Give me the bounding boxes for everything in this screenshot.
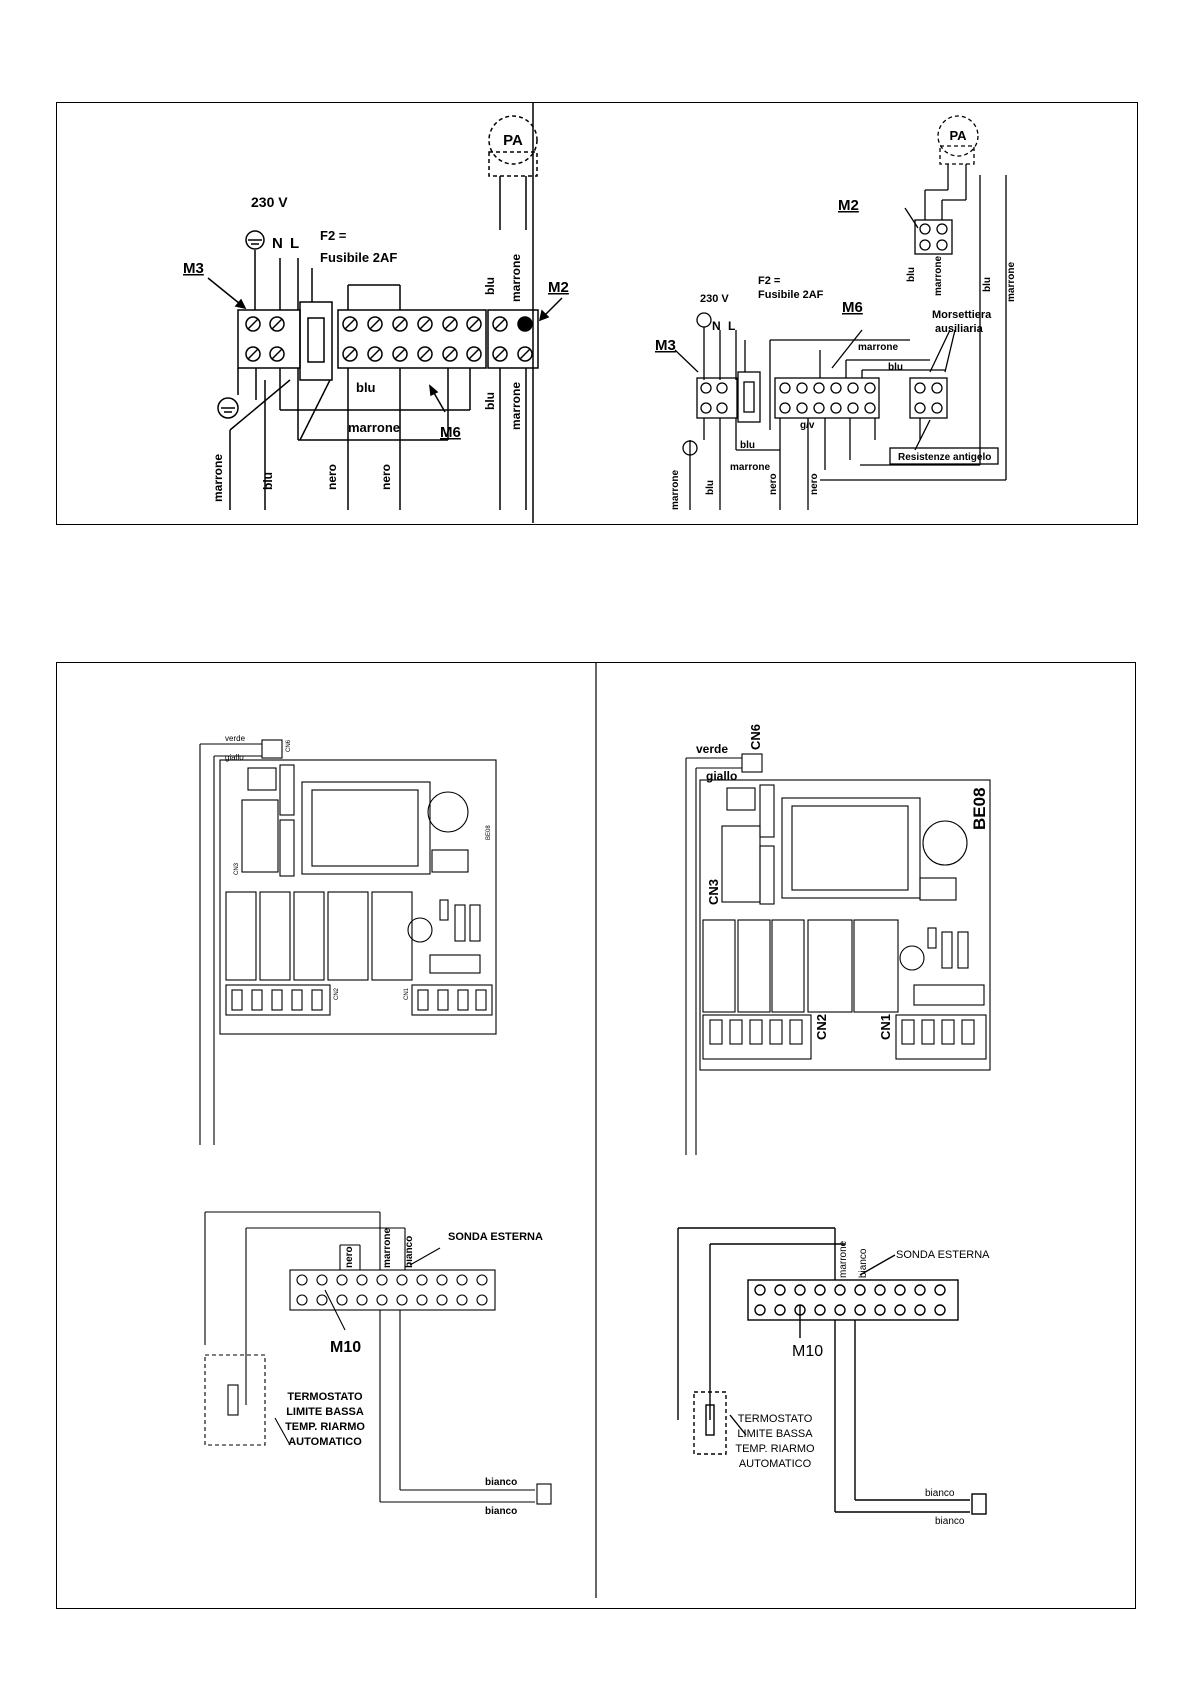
- tl-marrone-right: marrone: [509, 382, 523, 430]
- bl-board-name: BE08: [486, 825, 492, 840]
- bl-verde: verde: [225, 734, 246, 743]
- top-right-labels: PA M2 230 V N L F2 = Fusibile 2AF M6 Mor…: [655, 128, 1017, 510]
- bl-marrone: marrone: [382, 1228, 393, 1268]
- tr-gv: g/v: [800, 420, 815, 431]
- tr-fuse1: F2 =: [758, 275, 780, 287]
- br-term2: LIMITE BASSA: [737, 1428, 813, 1440]
- tl-n: N: [272, 235, 283, 252]
- bl-nero: nero: [344, 1246, 355, 1268]
- tr-aux1: Morsettiera: [932, 309, 992, 321]
- br-term1: TERMOSTATO: [738, 1413, 813, 1425]
- bl-board-labels: verde giallo CN6 CN3 BE08 CN2 CN1: [225, 734, 492, 1000]
- bl-cn3: CN3: [234, 862, 240, 875]
- tl-pa: PA: [503, 132, 523, 149]
- tl-nero1: nero: [325, 464, 339, 490]
- br-bianco-v: bianco: [858, 1248, 869, 1278]
- br-board-labels: verde giallo CN6 CN3 BE08 CN2 CN1: [696, 724, 989, 1040]
- top-left-diagram: [207, 115, 563, 510]
- top-wiring-frame: [56, 102, 1138, 525]
- tr-m3: M3: [655, 337, 676, 354]
- br-m10-labels: SONDA ESTERNA M10 marrone bianco bianco …: [735, 1240, 990, 1527]
- top-right-diagram: [674, 115, 1007, 510]
- tr-marrone-r: marrone: [1006, 262, 1017, 302]
- tr-m2: M2: [838, 197, 859, 214]
- br-cn3: CN3: [706, 879, 721, 905]
- bl-sonda: SONDA ESTERNA: [448, 1231, 543, 1243]
- tl-voltage: 230 V: [251, 194, 288, 210]
- tl-blu-top: blu: [483, 277, 497, 295]
- tr-voltage: 230 V: [700, 293, 729, 305]
- tr-fuse2: Fusibile 2AF: [758, 289, 824, 301]
- bl-cn2: CN2: [334, 987, 340, 1000]
- tl-l: L: [290, 235, 299, 252]
- bl-bianco-v: bianco: [404, 1236, 415, 1268]
- tl-blu-right: blu: [483, 392, 497, 410]
- tr-resist: Resistenze antigelo: [898, 452, 991, 463]
- bl-term4: AUTOMATICO: [288, 1436, 362, 1448]
- tr-nero1: nero: [768, 473, 779, 495]
- bl-cn1: CN1: [404, 987, 410, 1000]
- tl-nero2: nero: [379, 464, 393, 490]
- bl-term2: LIMITE BASSA: [286, 1406, 364, 1418]
- bl-m10-label: M10: [330, 1339, 361, 1356]
- br-sonda: SONDA ESTERNA: [896, 1249, 990, 1261]
- br-marrone: marrone: [838, 1240, 849, 1278]
- bl-term1: TERMOSTATO: [287, 1391, 363, 1403]
- tl-blu-bot: blu: [261, 472, 275, 490]
- top-left-labels: PA 230 V N L F2 = Fusibile 2AF M3 M2 M6 …: [183, 132, 569, 502]
- tr-m6: M6: [842, 299, 863, 316]
- br-verde: verde: [696, 742, 728, 756]
- tl-fuse1: F2 =: [320, 228, 347, 243]
- br-board-name: BE08: [970, 787, 989, 830]
- bl-bianco2: bianco: [485, 1506, 517, 1517]
- bl-bianco1: bianco: [485, 1477, 517, 1488]
- bl-cn6: CN6: [286, 739, 292, 752]
- tr-n: N: [712, 319, 721, 333]
- tl-marrone-bot: marrone: [211, 454, 225, 502]
- tr-blu-a: blu: [888, 362, 903, 373]
- br-cn6: CN6: [748, 724, 763, 750]
- tl-marrone-mid: marrone: [348, 420, 400, 435]
- tr-blu-bot: blu: [705, 480, 716, 495]
- tr-aux2: ausiliaria: [935, 323, 984, 335]
- br-bianco1: bianco: [925, 1488, 955, 1499]
- tl-m6: M6: [440, 424, 461, 441]
- tr-nero2: nero: [809, 473, 820, 495]
- bl-board: [199, 739, 497, 1145]
- tr-blu-b: blu: [740, 440, 755, 451]
- bl-term3: TEMP. RIARMO: [285, 1421, 365, 1433]
- br-cn1: CN1: [878, 1014, 893, 1040]
- tr-pa: PA: [949, 128, 967, 143]
- tl-m2: M2: [548, 279, 569, 296]
- bl-giallo: giallo: [225, 753, 244, 762]
- tr-marrone-a: marrone: [858, 342, 898, 353]
- tr-marrone-b: marrone: [730, 462, 770, 473]
- bl-m10: [204, 1211, 552, 1505]
- br-m10-label: M10: [792, 1343, 823, 1360]
- br-term4: AUTOMATICO: [739, 1458, 812, 1470]
- br-bianco2: bianco: [935, 1516, 965, 1527]
- top-wiring-diagrams: PA 230 V N L F2 = Fusibile 2AF M3 M2 M6 …: [183, 103, 1017, 523]
- tr-l: L: [728, 319, 735, 333]
- tl-fuse2: Fusibile 2AF: [320, 250, 397, 265]
- tl-m3: M3: [183, 260, 204, 277]
- br-board: [685, 753, 991, 1155]
- br-cn2: CN2: [814, 1014, 829, 1040]
- bl-m10-labels: SONDA ESTERNA M10 nero marrone bianco bi…: [285, 1228, 543, 1517]
- tr-blu-r: blu: [982, 277, 993, 292]
- tr-blu-m2: blu: [906, 267, 917, 282]
- tl-blu-mid: blu: [356, 380, 376, 395]
- br-term3: TEMP. RIARMO: [735, 1443, 815, 1455]
- tr-marrone-m2: marrone: [933, 256, 944, 296]
- tr-marrone-bot: marrone: [670, 470, 681, 510]
- tl-marrone-top: marrone: [509, 254, 523, 302]
- br-giallo: giallo: [706, 769, 737, 783]
- br-m10: [677, 1227, 987, 1515]
- bottom-wiring-frame: [56, 662, 1136, 1609]
